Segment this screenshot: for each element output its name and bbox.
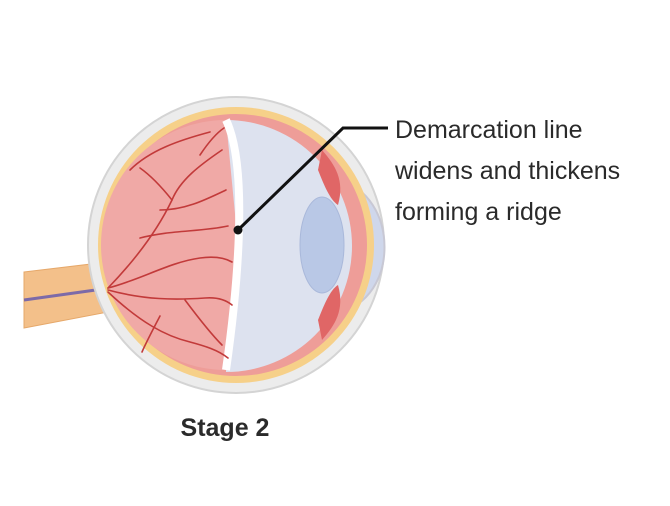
callout-anchor-dot: [233, 225, 243, 235]
stage-label: Stage 2: [180, 414, 270, 442]
retina: [101, 120, 238, 370]
callout-line-3: forming a ridge: [395, 198, 562, 226]
ciliary-body-top: [318, 150, 341, 205]
ciliary-body-bottom: [318, 285, 341, 340]
callout-text: Demarcation line widens and thickens for…: [395, 110, 665, 233]
vitreous: [226, 120, 352, 372]
lens: [299, 196, 345, 294]
retinal-vessels: [107, 127, 233, 359]
callout-line-2: widens and thickens: [395, 157, 621, 185]
callout-line-1: Demarcation line: [395, 116, 583, 144]
demarcation-ridge: [222, 118, 244, 371]
callout-leader-line: [236, 126, 388, 232]
